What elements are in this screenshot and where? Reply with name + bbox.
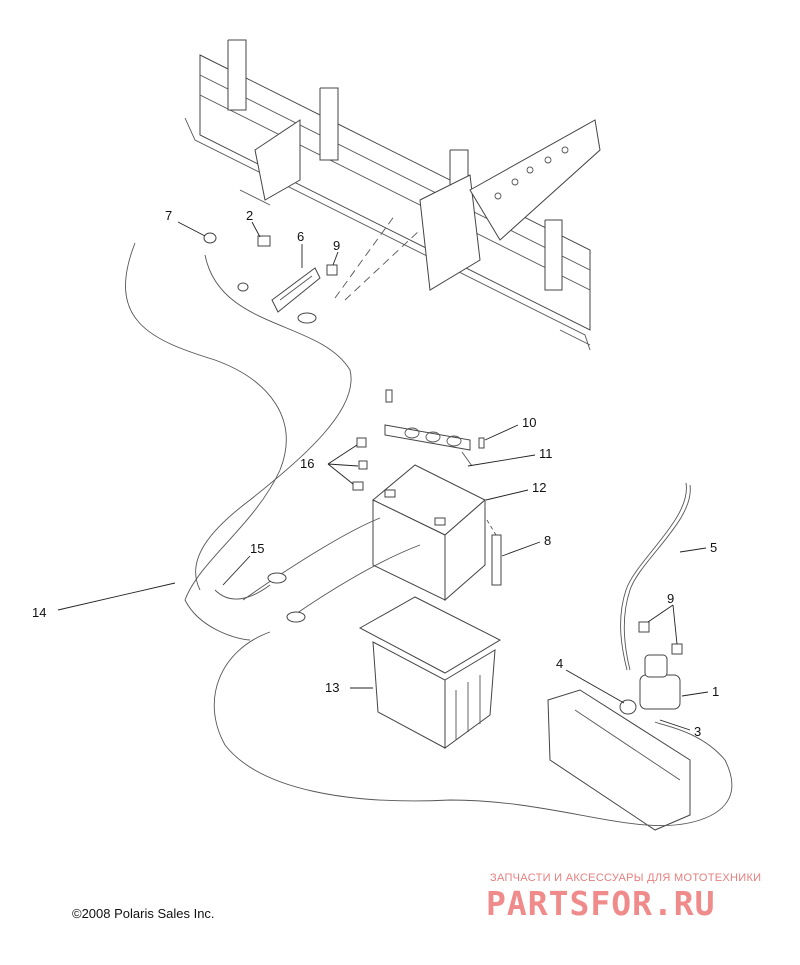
solenoid <box>639 654 681 710</box>
callout-5: 5 <box>710 540 717 555</box>
callout-7: 7 <box>165 208 172 223</box>
leader-lines <box>57 221 709 731</box>
cable-14 <box>125 242 352 641</box>
callout-9-top: 9 <box>333 238 340 253</box>
bolt-9-right <box>671 643 683 655</box>
fastener-2 <box>257 235 271 247</box>
callout-13: 13 <box>325 680 339 695</box>
fuse-block <box>271 267 321 313</box>
fastener-9-top <box>326 264 338 276</box>
callout-4: 4 <box>556 656 563 671</box>
callout-10: 10 <box>522 415 536 430</box>
alignment-line-2 <box>344 229 421 301</box>
callout-9-right: 9 <box>667 591 674 606</box>
screw-near-fuse-block <box>237 282 249 292</box>
callout-11: 11 <box>539 446 553 461</box>
callout-3: 3 <box>694 724 701 739</box>
ring-terminal-top <box>297 312 317 324</box>
nut-16-c <box>352 481 364 491</box>
watermark-brand: PARTSFOR.RU <box>486 884 716 923</box>
cable-15 <box>214 517 421 619</box>
frame-crossmember <box>184 39 601 351</box>
callout-15: 15 <box>250 541 264 556</box>
callout-numbers: 7 2 6 9 10 11 16 12 8 5 15 14 9 4 1 3 13 <box>32 208 719 739</box>
callout-8: 8 <box>544 533 551 548</box>
callout-14: 14 <box>32 605 46 620</box>
cable-5 <box>620 482 691 671</box>
cable-main-ground <box>213 631 733 826</box>
bolt-16-a <box>356 437 367 448</box>
battery <box>372 464 486 602</box>
nut-4 <box>619 699 637 715</box>
watermark-tagline: ЗАПЧАСТИ И АКСЕССУАРЫ ДЛЯ МОТОТЕХНИКИ <box>490 872 762 884</box>
bolt-9-left <box>638 621 650 633</box>
vent-tube <box>486 519 502 586</box>
callout-2: 2 <box>246 208 253 223</box>
callout-6: 6 <box>297 229 304 244</box>
solenoid-bracket <box>547 689 691 831</box>
callout-1: 1 <box>712 684 719 699</box>
battery-hold-down <box>384 389 485 467</box>
copyright-text: ©2008 Polaris Sales Inc. <box>72 906 215 921</box>
nut-7 <box>203 232 217 244</box>
battery-box <box>358 596 502 749</box>
alignment-line-1 <box>334 214 396 299</box>
nut-16-b <box>358 460 368 470</box>
ring-terminal-15-b <box>286 611 306 623</box>
callout-16: 16 <box>300 456 314 471</box>
ring-terminal-15-a <box>267 572 287 584</box>
callout-12: 12 <box>532 480 546 495</box>
